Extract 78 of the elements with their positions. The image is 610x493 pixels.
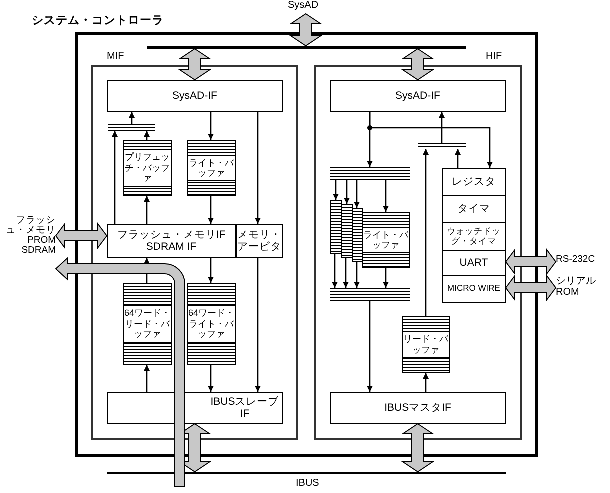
arrow [423,373,429,392]
arrow [383,180,389,212]
arrow [354,262,360,288]
bus-arrow [55,222,108,250]
buffer-label: 64ワード・ライト・バッファ [188,305,235,343]
buffer-label: 64ワード・リード・バッファ [124,305,171,343]
arrow [208,365,214,392]
buffer-box [352,208,363,262]
box-label: IBUSマスタIF [384,402,452,414]
block-title: システム・コントローラ [32,14,164,28]
register-cell [442,168,506,196]
arrow [343,258,349,288]
arrow [423,149,429,316]
bus-label: IBUS [296,478,320,489]
arrow [439,112,445,143]
box-label: フラッシュ・メモリIF [117,228,226,241]
box-label: ウォッチドッグ・タイマ [446,226,502,246]
box-label: レジスタ [452,176,496,188]
interface-box [107,80,283,112]
module-label: HIF [486,51,502,62]
module-label: MIF [107,51,124,62]
register-cell [442,222,506,251]
buffer-label: プリフェッチ・バッファ [124,149,171,187]
box-label: UART [460,256,488,270]
arrow [208,258,214,283]
bus-arrow [178,48,212,81]
arrow [354,180,360,208]
buffer-box [123,283,172,365]
buffer-box [187,140,236,196]
signal-label: RS-232C [556,255,608,269]
arrow [455,149,461,168]
register-cell [442,275,506,303]
buffer-box [402,316,450,373]
arrow [255,112,261,224]
arrow [333,180,339,200]
signal-label: フラッシュ・メモリ PROM SDRAM [1,216,56,270]
register-cell [442,250,506,276]
bus-arrow [289,13,323,47]
buffer-box [187,283,236,365]
bus-arrow [401,48,435,81]
buffer-box [341,204,353,258]
arrow [144,365,150,392]
box-label: タイマ [458,202,490,216]
buffer-box [362,212,410,268]
signal-label: シリアルROM [556,277,600,305]
arrow [112,131,118,224]
signal-label: SysAD [288,1,324,14]
box-label: MICRO WIRE [448,284,500,294]
box-label: SysAD-IF [396,90,440,102]
arrow [208,112,214,140]
arrow [332,254,338,288]
arrow [144,196,150,224]
interface-box [107,224,236,258]
box-label: SysAD-IF [172,90,218,102]
register-cell [442,195,506,223]
arrow [208,196,214,224]
arrow [367,301,373,392]
arrow [129,112,135,124]
interface-box [330,392,506,424]
interface-box [107,392,283,424]
bus-arrow [505,274,557,302]
bus-arrow [56,258,186,488]
bus-arrow [401,423,435,473]
buffer-box [123,140,172,196]
arrow [369,112,493,168]
arrow [144,131,150,140]
bus-arrow [505,248,557,276]
arrow [255,258,261,392]
box-label: メモリ・アービタ [237,228,282,254]
interface-box [330,80,506,112]
arrow [383,268,389,288]
buffer-box [330,200,342,254]
box-label: IBUSスレーブIF [210,396,280,420]
interface-box [236,224,283,258]
box-label: SDRAM IF [146,241,197,254]
bus-line [147,46,466,49]
arrow [344,180,350,204]
buffer-label: リード・バッファ [403,331,449,358]
